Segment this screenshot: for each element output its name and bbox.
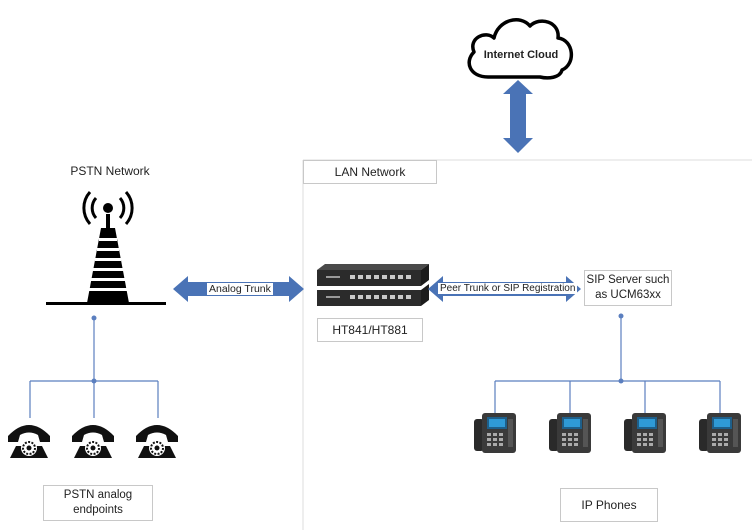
cloud-link-arrow: [503, 80, 533, 153]
cloud-icon: [467, 18, 573, 80]
gateway-device-icon: [317, 264, 429, 306]
pstn-connectors: [29, 318, 159, 418]
sip-node-top: [618, 313, 624, 319]
analog-trunk-label: Analog Trunk: [207, 283, 273, 295]
ip-phone-icon: [699, 413, 741, 453]
sip-node-split: [618, 378, 624, 384]
ip-phones-label: IP Phones: [560, 488, 658, 522]
ip-phone-icon: [624, 413, 666, 453]
analog-phone-icon: [71, 424, 115, 459]
pstn-network-label: PSTN Network: [70, 164, 150, 178]
pstn-node-split: [91, 378, 97, 384]
ip-phone-connectors: [494, 316, 721, 413]
lan-network-label: LAN Network: [303, 160, 437, 184]
pstn-endpoints-label: PSTN analog endpoints: [43, 485, 153, 521]
cell-tower-icon: [46, 191, 166, 305]
cloud-label: Internet Cloud: [483, 49, 559, 61]
analog-phone-icon: [135, 424, 179, 459]
pstn-node-top: [91, 315, 97, 321]
ip-phone-icon: [549, 413, 591, 453]
gateway-label: HT841/HT881: [317, 318, 423, 342]
sip-server-label: SIP Server such as UCM63xx: [584, 270, 672, 306]
peer-trunk-label: Peer Trunk or SIP Registration: [438, 283, 578, 294]
analog-phone-icon: [7, 424, 51, 459]
ip-phone-icon: [474, 413, 516, 453]
